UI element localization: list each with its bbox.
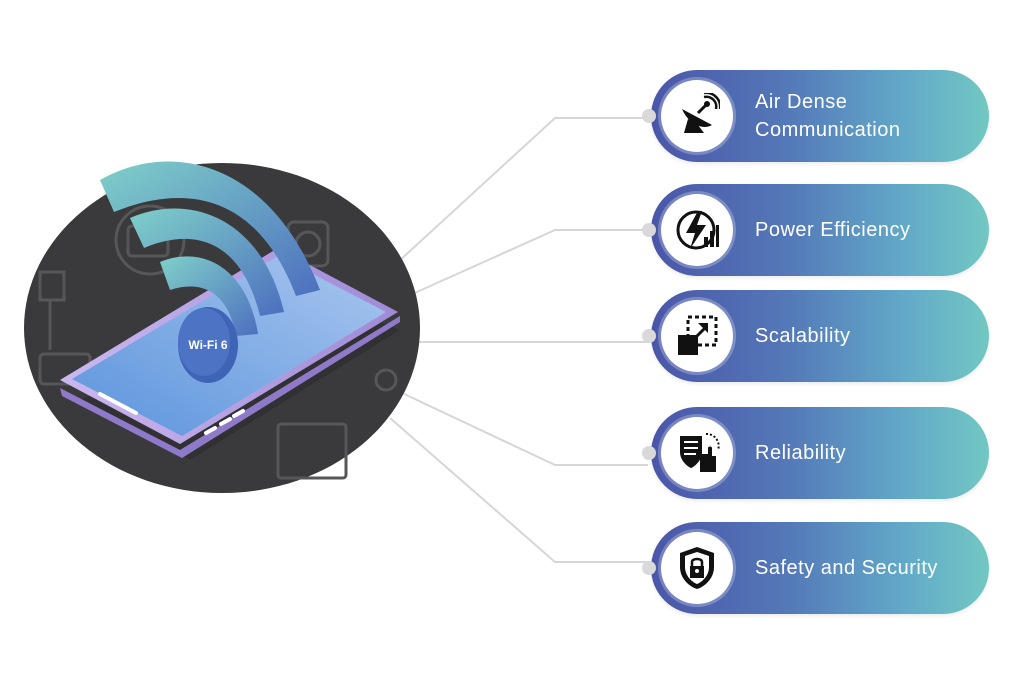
connector-line-2 [408, 230, 648, 296]
connector-line-4 [400, 392, 648, 465]
feature-label: Air Dense Communication [755, 70, 969, 162]
connector-lines [390, 118, 648, 562]
connector-dot [642, 446, 656, 460]
feature-label: Power Efficiency [755, 184, 969, 276]
security-lock-shield-icon [661, 532, 733, 604]
connector-dot [642, 329, 656, 343]
feature-safety-and-security: Safety and Security [651, 522, 989, 614]
connector-line-5 [390, 418, 648, 562]
connector-dot [642, 561, 656, 575]
feature-power-efficiency: Power Efficiency [651, 184, 989, 276]
feature-label: Safety and Security [755, 522, 969, 614]
connector-line-1 [398, 118, 648, 262]
scalability-icon [661, 300, 733, 372]
phone-label: Wi-Fi 6 [178, 338, 238, 352]
connector-dot [642, 109, 656, 123]
feature-reliability: Reliability [651, 407, 989, 499]
power-efficiency-icon [661, 194, 733, 266]
satellite-dish-icon [661, 80, 733, 152]
reliability-shield-icon [661, 417, 733, 489]
feature-label: Reliability [755, 407, 969, 499]
feature-scalability: Scalability [651, 290, 989, 382]
feature-air-dense-communication: Air Dense Communication [651, 70, 989, 162]
connector-dot [642, 223, 656, 237]
feature-label: Scalability [755, 290, 969, 382]
